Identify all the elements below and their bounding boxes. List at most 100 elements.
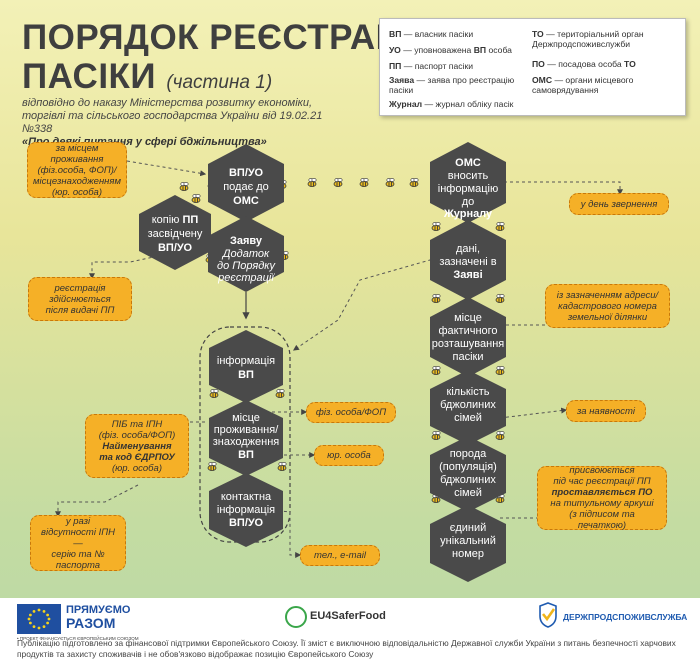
svg-text:ВП/УО: ВП/УО <box>229 167 263 179</box>
page-title: ПОРЯДОК РЕЄСТРАЦІЇ ПАСІКИ (частина 1) <box>22 18 422 102</box>
svg-text:ВП/УО: ВП/УО <box>158 242 192 254</box>
svg-text:подає до: подає до <box>223 181 269 193</box>
svg-text:єдиний: єдиний <box>450 522 487 534</box>
title-line-1: ПОРЯДОК РЕЄСТРАЦІЇ <box>22 18 423 57</box>
bee-icon <box>207 461 217 472</box>
bee-icon <box>275 388 285 399</box>
hex-data-in-text: дані, зазначені в Заяві <box>439 243 496 281</box>
eu-flag-icon <box>17 604 61 634</box>
svg-text:вносить: вносить <box>448 170 489 182</box>
svg-text:інформацію: інформацію <box>438 183 498 195</box>
legend-vp: ВП — власник пасіки <box>389 29 474 39</box>
legend-oms: ОМС — органи місцевого самоврядування <box>532 75 634 95</box>
svg-text:пасіки: пасіки <box>453 351 484 363</box>
legend-zhurnal: Журнал — журнал обліку пасік <box>389 99 514 109</box>
title-part: (частина 1) <box>166 72 273 93</box>
bee-icon <box>333 177 343 188</box>
bee-icon <box>495 430 505 441</box>
hex-breed-text: порода (популяція) бджолиних сімей <box>439 448 497 499</box>
hex-vp-submits-text: ВП/УО подає до ОМС <box>223 167 269 207</box>
eu4saferfood-logo-icon <box>285 606 307 628</box>
svg-text:контактна: контактна <box>221 491 272 503</box>
conn-if-any <box>499 407 568 419</box>
svg-text:проживання/: проживання/ <box>214 424 280 436</box>
bee-icon <box>191 193 201 204</box>
hex-residence-text: місце проживання/ знаходження ВП <box>213 412 280 461</box>
bee-icon <box>431 365 441 376</box>
svg-text:(популяція): (популяція) <box>439 461 497 473</box>
svg-text:реєстрації: реєстрації <box>217 272 275 284</box>
svg-text:копію ПП: копію ПП <box>152 214 199 226</box>
conn-registration <box>89 244 211 280</box>
hex-unique <box>430 505 506 582</box>
bee-icon <box>307 177 317 188</box>
note-residence-place: за місцем проживання(фіз.особа, ФОП)/міс… <box>27 142 127 198</box>
checkmark-shield-icon <box>538 602 558 628</box>
hex-copy-pp-text: копію ПП засвідчену ВП/УО <box>148 214 203 254</box>
eu-stars-icon <box>27 608 51 630</box>
bee-icon <box>431 221 441 232</box>
conn-tel <box>271 509 302 558</box>
svg-text:сімей: сімей <box>454 487 482 499</box>
footer: ПРЯМУЄМО РАЗОМ • ПРОЕКТ ФІНАНСУЄТЬСЯ ЄВР… <box>0 598 700 670</box>
legend-to: ТО — територіальний орган Держпродспожив… <box>532 29 644 49</box>
svg-text:ВП: ВП <box>238 449 254 461</box>
bee-icon <box>209 388 219 399</box>
note-if-any: за наявності <box>566 400 646 422</box>
hex-copy-pp <box>139 195 211 270</box>
svg-text:розташування: розташування <box>432 338 504 350</box>
hex-contact <box>209 473 283 547</box>
svg-text:інформація: інформація <box>217 504 275 516</box>
hex-zayava <box>208 216 284 292</box>
title-line-2: ПАСІКИ <box>22 57 157 96</box>
svg-text:бджолиних: бджолиних <box>440 399 496 411</box>
bee-icon <box>431 430 441 441</box>
legend-zayava: Заява — заява про реєстрацію пасіки <box>389 75 515 95</box>
hex-breed <box>430 436 506 512</box>
svg-text:до: до <box>462 196 475 208</box>
svg-text:сімей: сімей <box>454 412 482 424</box>
hex-colonies-text: кількість бджолиних сімей <box>440 386 496 424</box>
hex-oms-enters <box>430 142 506 223</box>
logo-pryamuiemo-line2: РАЗОМ <box>66 615 116 631</box>
hex-oms-enters-text: ОМС вносить інформацію до Журналу <box>438 157 498 220</box>
bee-icon <box>277 461 287 472</box>
note-tel: тел., e-mail <box>300 545 380 566</box>
bee-icon <box>495 293 505 304</box>
svg-text:ВП: ВП <box>238 369 254 381</box>
logo-pryamuiemo-small: • ПРОЕКТ ФІНАНСУЄТЬСЯ ЄВРОПЕЙСЬКИМ СОЮЗО… <box>17 636 139 641</box>
hex-location-text: місце фактичного розташування пасіки <box>432 312 504 363</box>
note-address: із зазначенням адреси/кадастрового номер… <box>545 284 670 328</box>
svg-text:місце: місце <box>232 412 260 424</box>
bee-icon <box>179 181 189 192</box>
svg-text:засвідчену: засвідчену <box>148 228 203 240</box>
svg-text:місце: місце <box>454 312 482 324</box>
hex-zayava-text: Заяву Додаток до Порядку реєстрації <box>217 235 276 284</box>
svg-text:порода: порода <box>450 448 487 460</box>
svg-text:ОМС: ОМС <box>455 157 481 169</box>
hex-vp-submits <box>208 144 284 222</box>
svg-text:Заяву: Заяву <box>230 235 263 247</box>
bee-icon <box>495 221 505 232</box>
svg-text:Заяві: Заяві <box>453 269 482 281</box>
svg-text:до Порядку: до Порядку <box>217 260 276 272</box>
svg-text:Додаток: Додаток <box>221 248 270 260</box>
bee-icon <box>431 293 441 304</box>
legend-uo: УО — уповноважена ВП особа <box>389 45 512 55</box>
svg-text:ОМС: ОМС <box>233 195 259 207</box>
hex-colonies <box>430 370 506 445</box>
legend-box: ВП — власник пасіки УО — уповноважена ВП… <box>379 18 686 116</box>
hex-contact-text: контактна інформація ВП/УО <box>217 491 275 529</box>
note-fiz: фіз. особа/ФОП <box>306 402 396 423</box>
svg-text:номер: номер <box>452 548 484 560</box>
svg-text:Журналу: Журналу <box>443 208 493 220</box>
svg-text:знаходження: знаходження <box>213 436 280 448</box>
bee-icon <box>409 177 419 188</box>
hex-unique-text: єдиний унікальний номер <box>440 522 496 560</box>
conn-no-ipn <box>55 484 139 518</box>
conn-data-to-info <box>293 257 438 351</box>
logo-pryamuiemo-line1: ПРЯМУЄМО <box>66 604 131 616</box>
